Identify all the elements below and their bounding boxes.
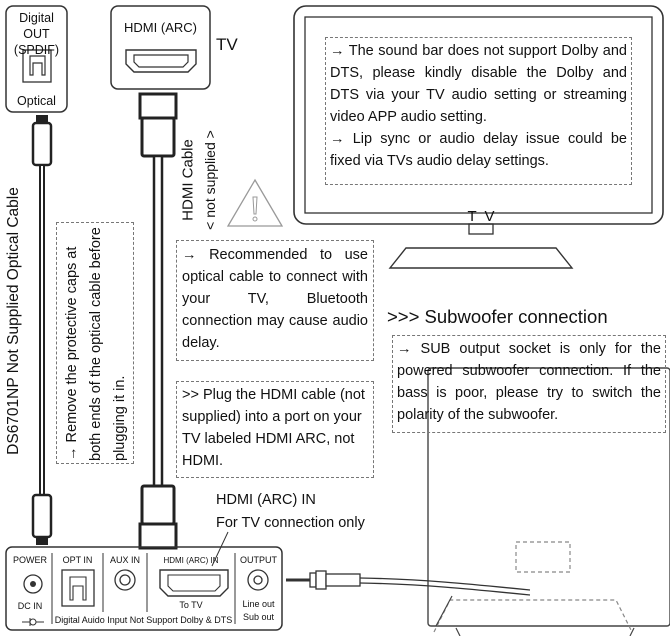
recommend-note-text: → Recommended to use optical cable to co…: [182, 247, 368, 351]
tv-screen-label: T V: [467, 208, 497, 225]
warning-triangle-icon: [226, 178, 284, 227]
hdmi-cable-sublabel: < not supplied >: [202, 130, 218, 230]
optical-caps-note: → Remove the protective caps at both end…: [56, 222, 134, 464]
sub-out-label: Sub out: [242, 612, 275, 622]
panel-footer: Digital Auido Input Not Support Dolby & …: [54, 615, 233, 625]
hdmi-arc-in-port-label: HDMI (ARC) IN: [163, 556, 219, 565]
hdmi-cable: [138, 92, 178, 550]
tv-label: TV: [216, 35, 238, 54]
plug-hdmi-note-text: >> Plug the HDMI cable (not supplied) in…: [182, 387, 365, 469]
optical-port-icon: [22, 49, 52, 83]
tv-dolby-note: → The sound bar does not support Dolby a…: [325, 37, 632, 185]
hdmi-title: HDMI (ARC): [124, 20, 197, 35]
optical-caps-note-text: → Remove the protective caps at both end…: [64, 227, 128, 461]
plug-hdmi-note: >> Plug the HDMI cable (not supplied) in…: [176, 381, 374, 478]
optical-cable-label-wrap: DS6701NP Not Supplied Optical Cable: [0, 166, 28, 476]
spdif-port-box: [5, 5, 68, 113]
to-tv-label: To TV: [179, 600, 203, 610]
spdif-title: Digital OUT (SPDIF): [13, 11, 60, 57]
power-label: POWER: [12, 555, 47, 565]
optical-cable-label: DS6701NP Not Supplied Optical Cable: [5, 187, 22, 455]
subwoofer-icon: [427, 367, 670, 636]
hdmi-arc-in-label: HDMI (ARC) IN: [216, 492, 316, 508]
audio-jack-icon: [286, 570, 531, 596]
tv-connection-only-label: For TV connection only: [216, 515, 365, 531]
soundbar-back-panel: [5, 531, 283, 631]
recommend-note: → Recommended to use optical cable to co…: [176, 240, 374, 361]
hdmi-cable-label: HDMI Cable: [179, 139, 197, 221]
output-label: OUTPUT: [240, 555, 277, 565]
subwoofer-note: → SUB output socket is only for the powe…: [392, 335, 666, 433]
subwoofer-heading: >>> Subwoofer connection: [387, 306, 608, 327]
line-out-label: Line out: [242, 599, 275, 609]
subwoofer-note-text: → SUB output socket is only for the powe…: [397, 341, 661, 423]
dc-in-label: DC IN: [17, 601, 43, 611]
tv-dolby-note-text: → The sound bar does not support Dolby a…: [330, 43, 627, 169]
spdif-label: Optical: [17, 94, 56, 108]
hdmi-cable-label-wrap: HDMI Cable < not supplied >: [180, 120, 220, 240]
hdmi-port-icon: [125, 49, 197, 73]
opt-in-label: OPT IN: [62, 555, 93, 565]
hdmi-port-box: [110, 5, 211, 90]
tv-icon: [293, 5, 664, 269]
aux-in-label: AUX IN: [109, 555, 140, 565]
optical-cable: [31, 115, 53, 545]
